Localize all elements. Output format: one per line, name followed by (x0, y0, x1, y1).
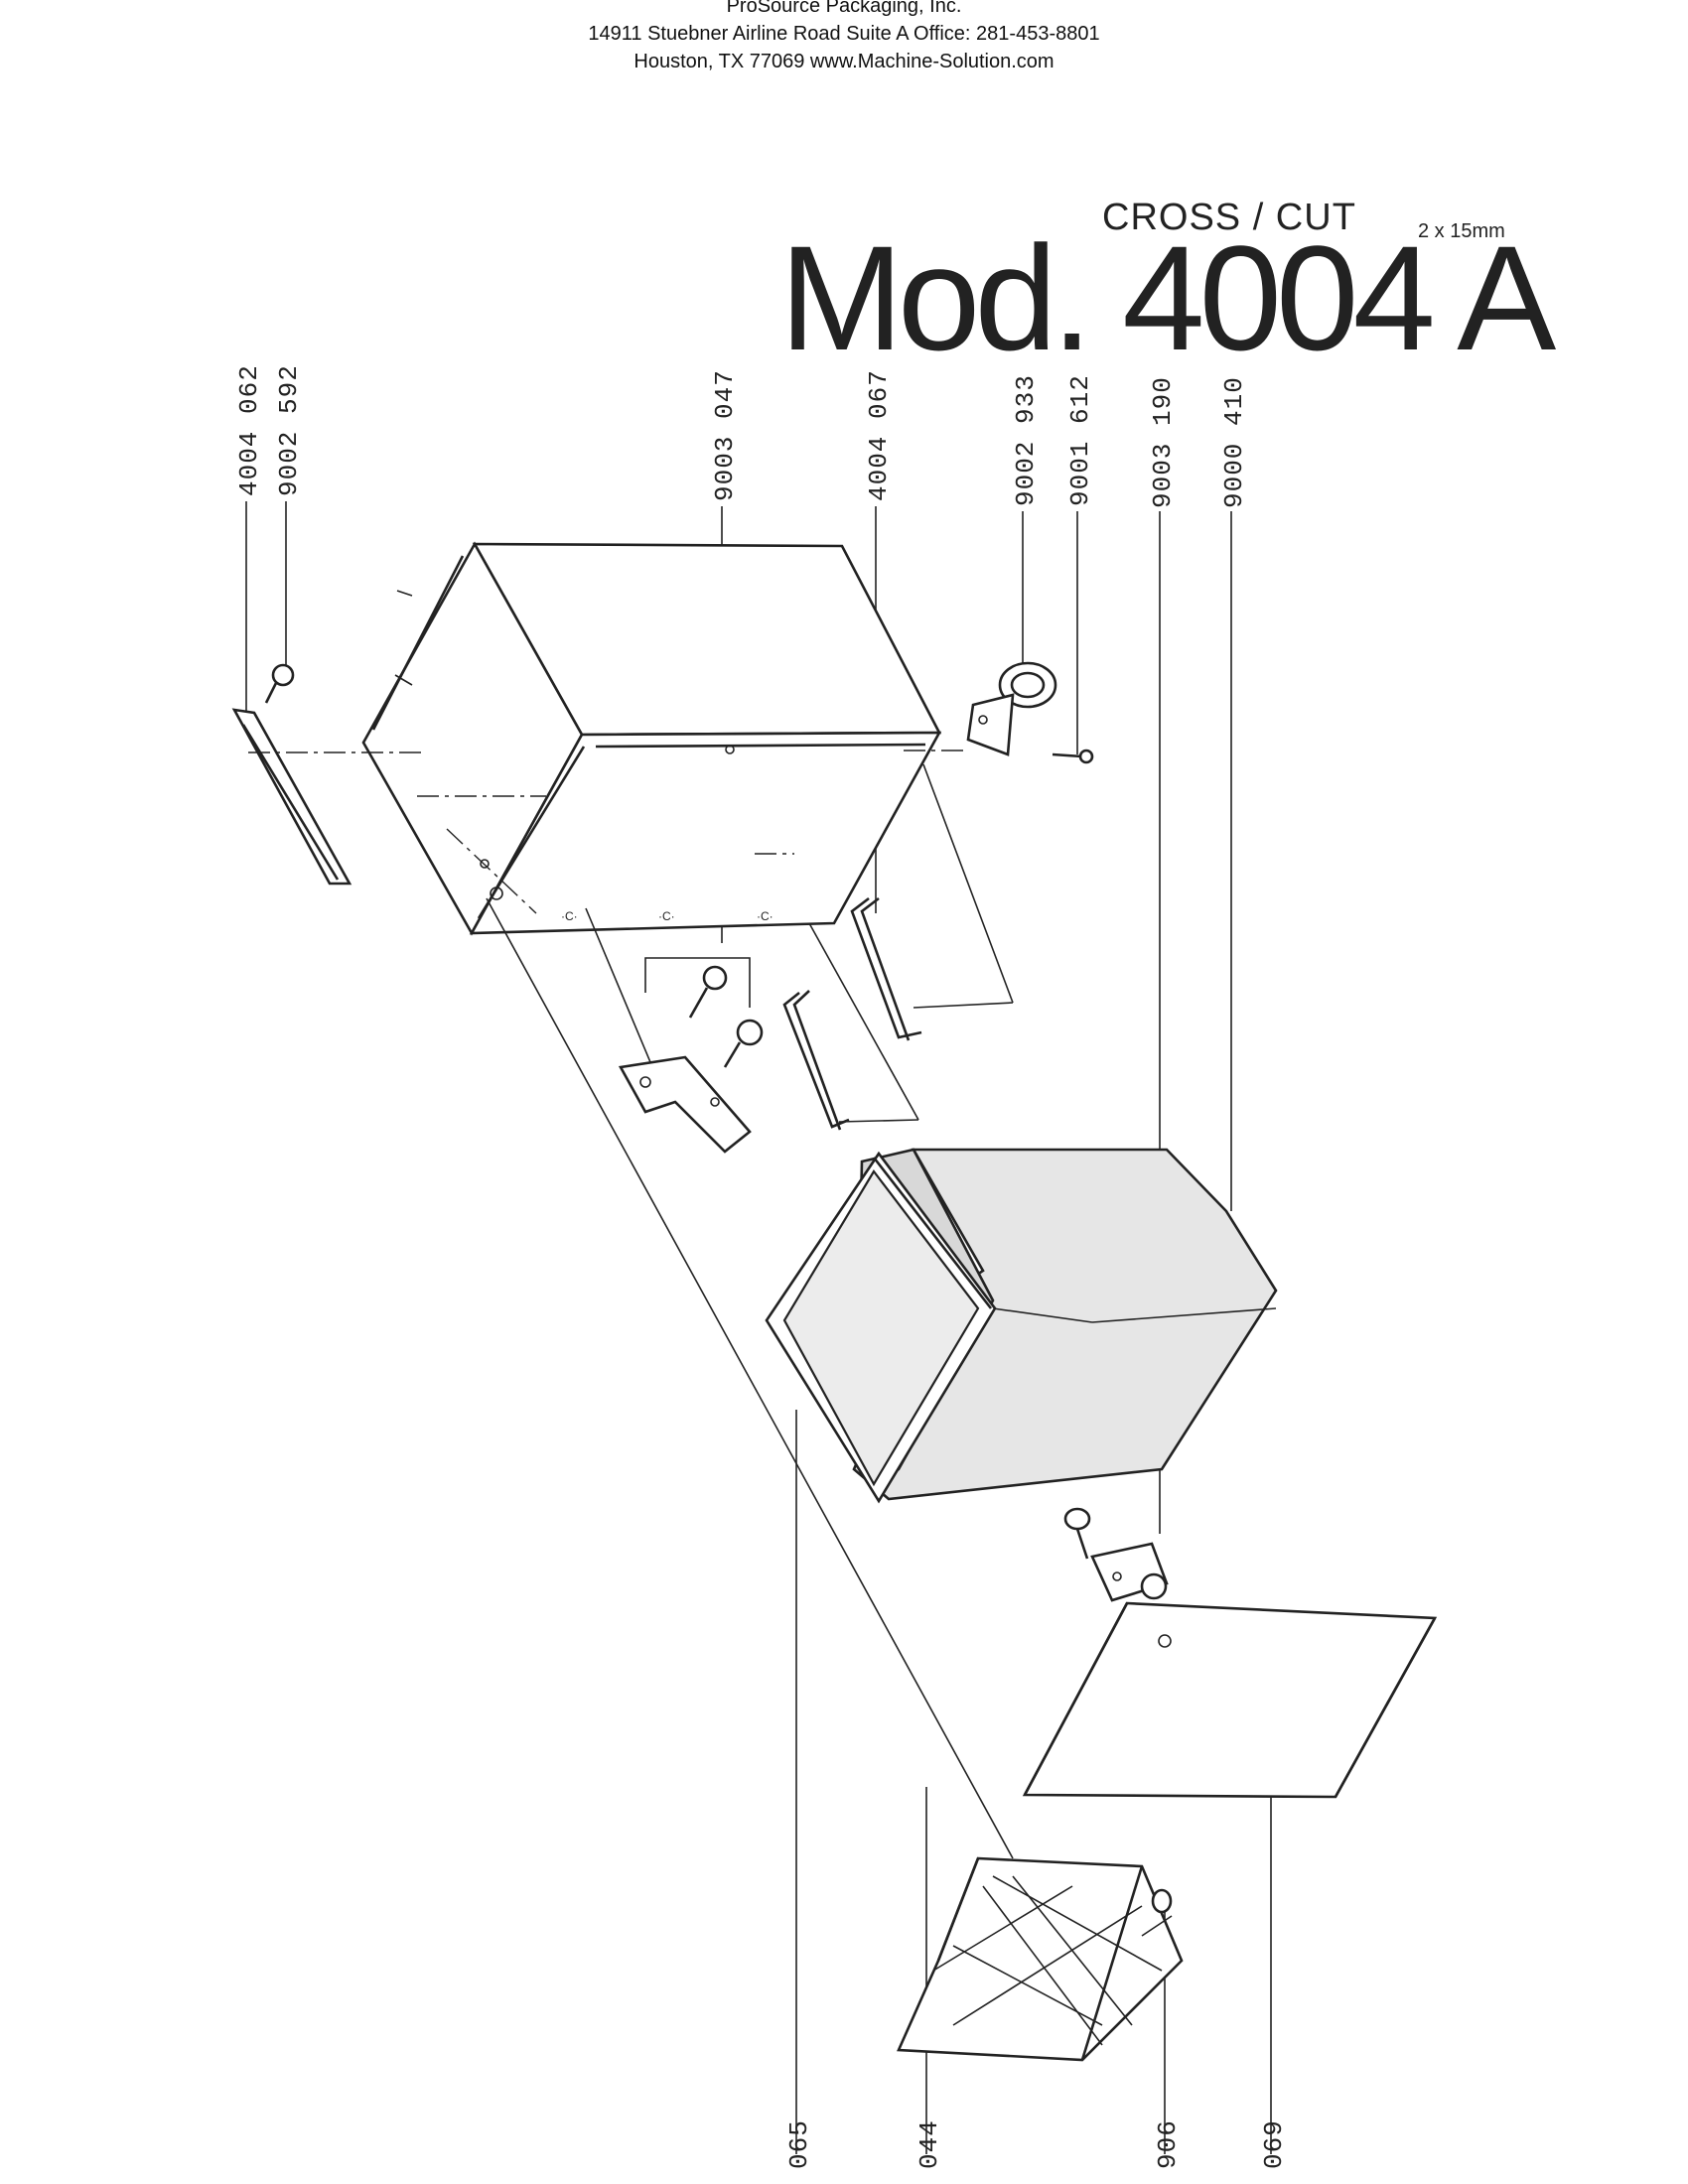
part-number-label: 069 (1259, 2119, 1289, 2169)
svg-text:·C·: ·C· (561, 909, 578, 923)
part-numbers-bottom: 065 044 906 069 (784, 2119, 1289, 2169)
wire-basket-part (897, 1856, 1184, 2062)
part-number-label: 4004 062 (234, 364, 264, 496)
company-name: ProSource Packaging, Inc. (726, 0, 962, 17)
base-plate-part (1022, 1601, 1438, 1799)
model-title: Mod. 4004 A (779, 214, 1556, 381)
lid-clamp-part (904, 661, 1094, 764)
svg-text:·C·: ·C· (658, 909, 675, 923)
hinge-part (1063, 1507, 1169, 1602)
part-number-label: 9000 410 (1219, 376, 1249, 508)
part-number-label: 044 (914, 2119, 944, 2169)
part-number-label: 9003 190 (1148, 376, 1178, 508)
company-city-web: Houston, TX 77069 www.Machine-Solution.c… (633, 51, 1055, 72)
part-number-label: 9003 047 (710, 369, 740, 501)
part-numbers-top: 4004 062 9002 592 9003 047 4004 067 9002… (234, 364, 1249, 508)
handle-parts (782, 763, 1014, 1131)
screw-assembly-part (585, 907, 764, 1154)
part-number-label: 9002 592 (274, 364, 304, 496)
cut-size-label: 2 x 15mm (1418, 220, 1505, 242)
cut-type-label: CROSS / CUT (1102, 197, 1356, 238)
svg-text:·C·: ·C· (757, 909, 774, 923)
part-number-label: 065 (784, 2119, 814, 2169)
company-header: ProSource Packaging, Inc. 14911 Stuebner… (0, 0, 1688, 75)
part-number-label: 9002 933 (1011, 374, 1041, 506)
part-number-label: 4004 067 (864, 369, 894, 501)
part-number-label: 906 (1153, 2119, 1183, 2169)
assembly-guide-line (486, 897, 1014, 1859)
company-address: 14911 Stuebner Airline Road Suite A Offi… (588, 23, 1100, 45)
side-rail-part (231, 663, 427, 886)
bag-frame-part (765, 1151, 997, 1504)
part-number-label: 9001 612 (1065, 374, 1095, 506)
cabinet-housing: ·C· ·C· ·C· (361, 541, 942, 936)
